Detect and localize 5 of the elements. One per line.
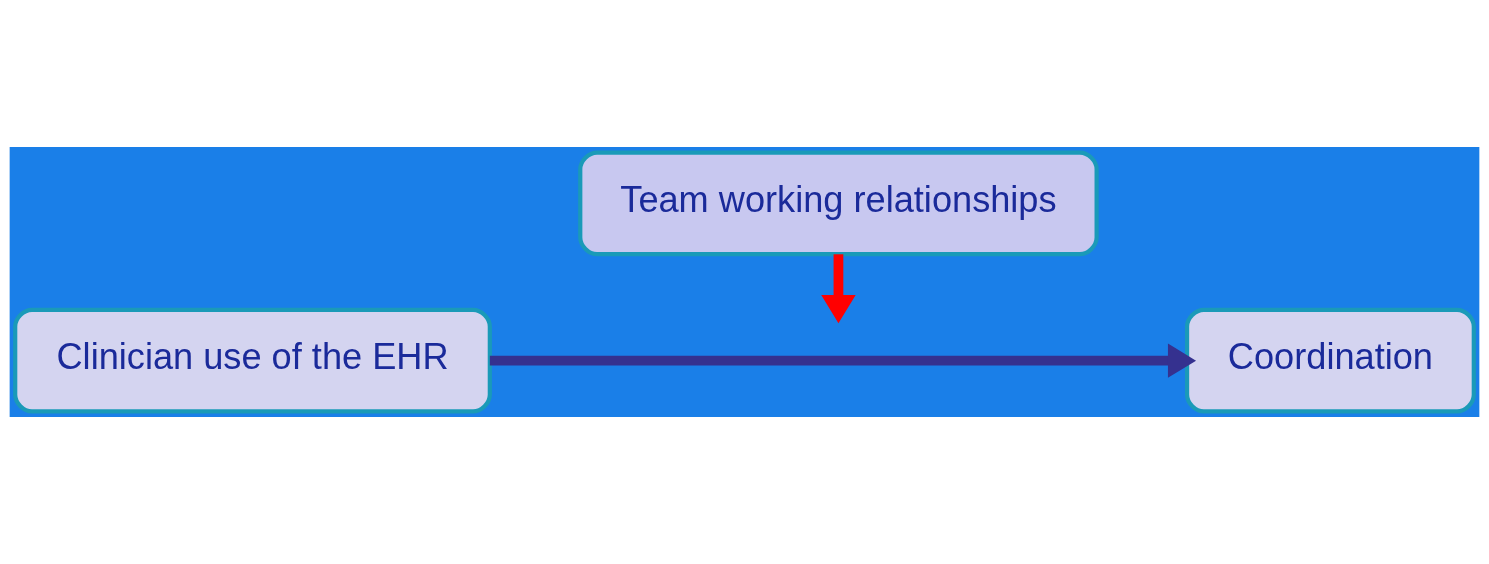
node-box: Coordination (1185, 307, 1476, 414)
arrow (821, 254, 856, 324)
arrow (489, 343, 1197, 378)
node-box: Clinician use of the EHR (13, 307, 492, 414)
node-box: Team working relationships (578, 150, 1099, 257)
